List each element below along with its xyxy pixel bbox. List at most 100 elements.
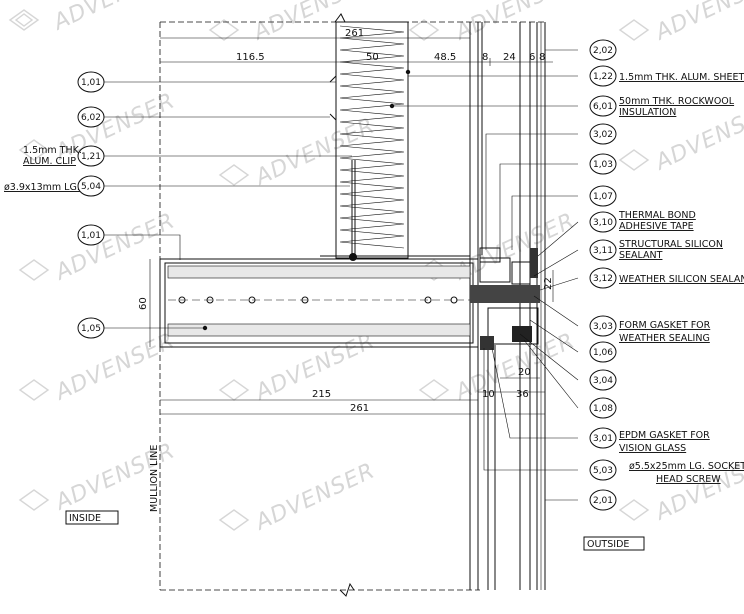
clip-label-line2: ALUM. CLIP (23, 156, 76, 167)
dimension-lines (149, 37, 554, 415)
dim-10: 10 (482, 389, 495, 400)
svg-text:OUTSIDE: OUTSIDE (587, 539, 629, 550)
callout-bubble-1-22: 1,22 (589, 65, 617, 87)
dim-24: 24 (503, 52, 516, 63)
callout-bubble-5-03: 5,03 (589, 459, 617, 481)
callout-bubble-3-12: 3,12 (589, 267, 617, 289)
svg-text:3,12: 3,12 (593, 274, 613, 284)
structural-label-1: STRUCTURAL SILICON (619, 239, 723, 250)
svg-text:1,01: 1,01 (81, 231, 101, 241)
alum-sheet-label: 1.5mm THK. ALUM. SHEET (619, 72, 744, 83)
svg-text:2,02: 2,02 (593, 46, 613, 56)
dim-261: 261 (350, 403, 369, 414)
callout-bubble-1-05: 1,05 (77, 317, 105, 339)
dim-36: 36 (516, 389, 529, 400)
svg-text:2,01: 2,01 (593, 496, 613, 506)
dim-50: 50 (366, 52, 379, 63)
callout-bubble-3-04: 3,04 (589, 369, 617, 391)
dimension-labels: 261 116.5 50 48.5 8 24 6 8 60 22 215 261… (138, 28, 554, 414)
outside-tag: OUTSIDE (583, 536, 645, 551)
svg-text:3,11: 3,11 (593, 246, 613, 256)
weather-sealant-label: WEATHER SILICON SEALANT (619, 274, 744, 285)
callout-bubble-5-04: 5,04 (77, 175, 105, 197)
svg-text:3,04: 3,04 (593, 376, 613, 386)
callout-bubble-3-03: 3,03 (589, 315, 617, 337)
mullion-profile (159, 258, 479, 348)
structural-label-2: SEALANT (619, 250, 663, 261)
mullion-outline (159, 13, 546, 597)
svg-text:1,22: 1,22 (593, 72, 613, 82)
svg-text:5,03: 5,03 (593, 466, 613, 476)
watermark-text: ADVENSER (48, 0, 177, 36)
mullion-line-label: MULLION LINE (149, 445, 160, 512)
dim-20: 20 (518, 367, 531, 378)
form-gasket-label-2: WEATHER SEALING (619, 333, 710, 344)
svg-text:1,01: 1,01 (81, 78, 101, 88)
right-callout-bubbles: 2,02 1,22 6,01 3,02 1,03 1,07 3,10 3,11 … (589, 39, 617, 511)
svg-text:6,01: 6,01 (593, 102, 613, 112)
callout-bubble-1-03: 1,03 (589, 153, 617, 175)
form-gasket-label-1: FORM GASKET FOR (619, 320, 711, 331)
watermark-logo (8, 9, 650, 531)
screw-label-2: HEAD SCREW (656, 474, 721, 485)
callout-bubble-3-11: 3,11 (589, 239, 617, 261)
svg-text:1,03: 1,03 (593, 160, 613, 170)
right-leaders (392, 49, 579, 501)
watermark-text: ADVENSER (250, 113, 379, 191)
watermark-text: ADVENSER (650, 0, 744, 46)
inside-tag: INSIDE (65, 510, 119, 525)
svg-text:1,21: 1,21 (81, 152, 101, 162)
callout-bubble-2-02: 2,02 (589, 39, 617, 61)
rockwool-insulation (329, 21, 411, 259)
svg-text:1,06: 1,06 (593, 348, 613, 358)
callout-bubble-1-07: 1,07 (589, 185, 617, 207)
left-leaders (104, 81, 352, 329)
dim-215: 215 (312, 389, 331, 400)
callout-bubble-1-06: 1,06 (589, 341, 617, 363)
dim-top-overall: 261 (345, 28, 364, 39)
callout-bubble-1-01b: 1,01 (77, 224, 105, 246)
svg-text:3,01: 3,01 (593, 434, 613, 444)
dim-116-5: 116.5 (236, 52, 265, 63)
callout-bubble-1-01: 1,01 (77, 71, 105, 93)
epdm-label-2: VISION GLASS (619, 443, 686, 454)
dim-48-5: 48.5 (434, 52, 456, 63)
callout-bubble-6-02: 6,02 (77, 106, 105, 128)
dim-8b: 8 (539, 52, 545, 63)
svg-text:1,05: 1,05 (81, 324, 101, 334)
svg-text:1,07: 1,07 (593, 192, 613, 202)
dim-6: 6 (529, 52, 535, 63)
svg-text:3,03: 3,03 (593, 322, 613, 332)
callout-bubble-2-01: 2,01 (589, 489, 617, 511)
tape-label-1: THERMAL BOND (618, 210, 696, 221)
watermark-text: ADVENSER (450, 0, 579, 46)
epdm-label-1: EPDM GASKET FOR (619, 430, 710, 441)
callout-bubble-3-01: 3,01 (589, 427, 617, 449)
svg-text:INSIDE: INSIDE (69, 513, 101, 524)
watermark-text: ADVENSER (250, 458, 379, 536)
left-labels: 1.5mm THK. ALUM. CLIP ø3.9x13mm LG. (4, 145, 82, 193)
dim-60: 60 (138, 297, 149, 310)
clip-label-line1: 1.5mm THK. (23, 145, 82, 156)
glazing-frame (470, 247, 540, 350)
screw-label-1: ø5.5x25mm LG. SOCKET (629, 461, 744, 472)
svg-text:3,10: 3,10 (593, 218, 613, 228)
fixing-holes (178, 296, 458, 331)
svg-text:3,02: 3,02 (593, 130, 613, 140)
screw-left-label: ø3.9x13mm LG. (4, 182, 80, 193)
callout-bubble-1-08: 1,08 (589, 397, 617, 419)
dim-8: 8 (482, 52, 488, 63)
callout-bubble-6-01: 6,01 (589, 95, 617, 117)
svg-text:1,08: 1,08 (593, 404, 613, 414)
tape-label-2: ADHESIVE TAPE (619, 221, 694, 232)
rockwool-label-2: INSULATION (619, 107, 676, 118)
right-labels: 1.5mm THK. ALUM. SHEET 50mm THK. ROCKWOO… (618, 72, 744, 485)
svg-text:5,04: 5,04 (81, 182, 101, 192)
rockwool-label-1: 50mm THK. ROCKWOOL (619, 96, 735, 107)
callout-bubble-3-02: 3,02 (589, 123, 617, 145)
callout-bubble-3-10: 3,10 (589, 211, 617, 233)
callout-bubble-1-21: 1,21 (77, 145, 105, 167)
left-callout-bubbles: 1,01 6,02 1,21 5,04 1,01 1,05 (77, 71, 105, 339)
svg-text:6,02: 6,02 (81, 113, 101, 123)
